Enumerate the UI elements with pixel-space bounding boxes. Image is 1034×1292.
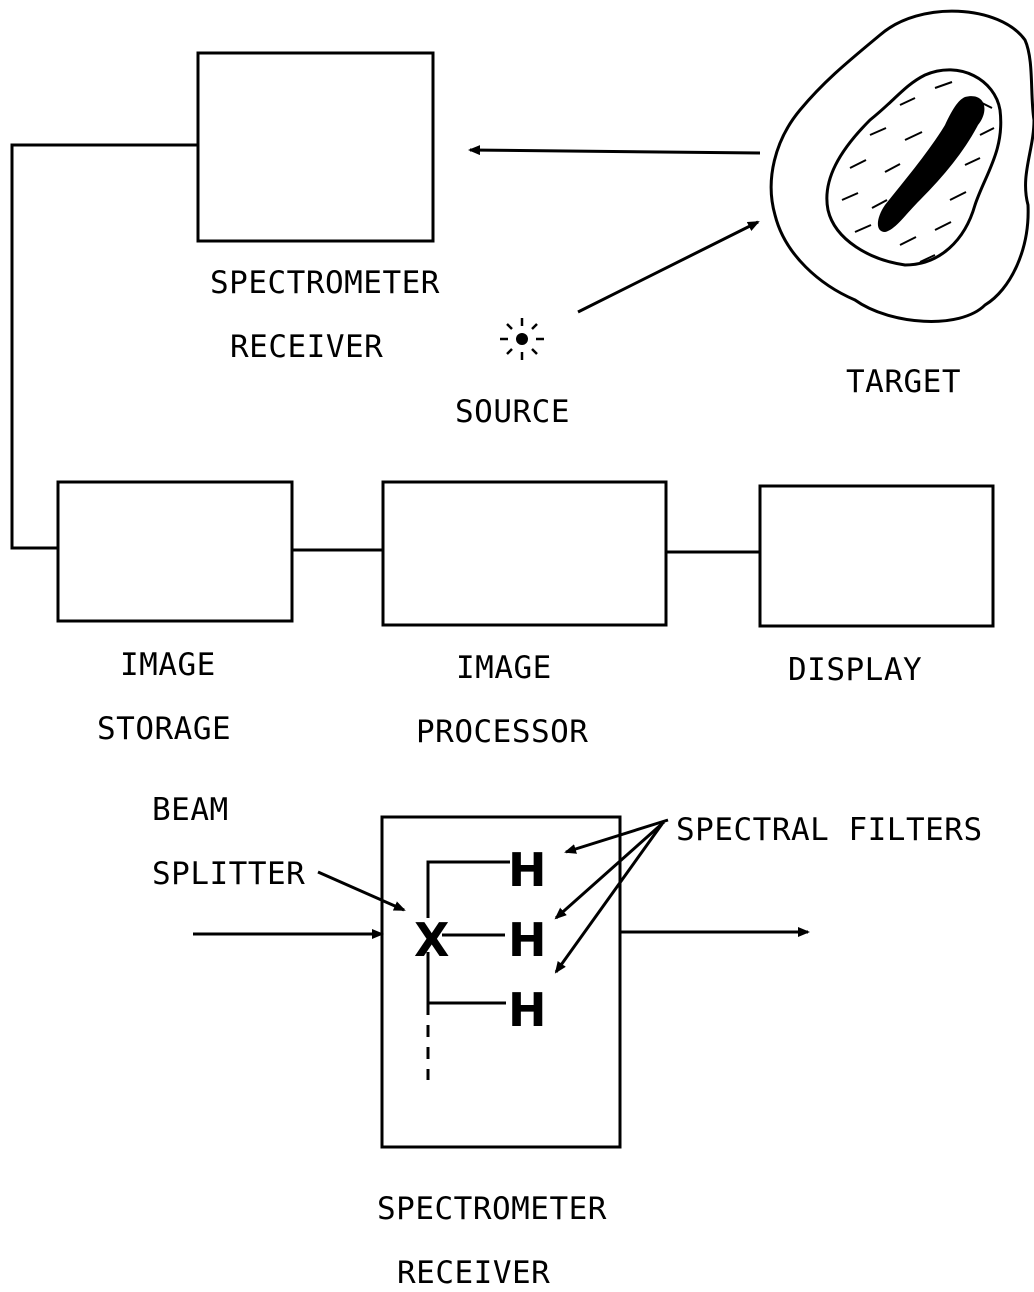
illumination-arrow bbox=[578, 222, 758, 312]
target-label: TARGET bbox=[846, 364, 961, 400]
spectral-filters-label: SPECTRAL FILTERS bbox=[676, 812, 983, 848]
spectral-filter-3: H bbox=[508, 983, 547, 1037]
spectrometer-receiver-detail-label-line1: SPECTROMETER bbox=[377, 1191, 607, 1227]
target-shape bbox=[771, 11, 1034, 321]
spectral-filter-2: H bbox=[508, 913, 547, 967]
spectrometer-receiver-box bbox=[198, 53, 433, 241]
image-processor-label-line2: PROCESSOR bbox=[416, 714, 588, 750]
spectrometer-receiver-label-line2: RECEIVER bbox=[230, 329, 383, 365]
image-storage-box bbox=[58, 482, 292, 621]
image-storage-label-line2: STORAGE bbox=[97, 711, 231, 747]
beam-splitter-symbol: X bbox=[414, 913, 449, 967]
beam-splitter-label-line1: BEAM bbox=[152, 792, 229, 828]
source-light-icon bbox=[500, 318, 544, 360]
image-processor-box bbox=[383, 482, 666, 625]
display-label: DISPLAY bbox=[788, 652, 922, 688]
beam-splitter-label-line2: SPLITTER bbox=[152, 856, 305, 892]
spectrometer-receiver-detail-label-line2: RECEIVER bbox=[397, 1255, 550, 1291]
return-signal-arrow bbox=[470, 150, 760, 153]
image-processor-label-line1: IMAGE bbox=[456, 650, 552, 686]
display-box bbox=[760, 486, 993, 626]
spectrometer-receiver-label-line1: SPECTROMETER bbox=[210, 265, 440, 301]
source-label: SOURCE bbox=[455, 394, 570, 430]
image-storage-label-line1: IMAGE bbox=[120, 647, 216, 683]
spectral-filter-1: H bbox=[508, 843, 547, 897]
spectrometer-receiver-detail-box bbox=[382, 817, 620, 1147]
